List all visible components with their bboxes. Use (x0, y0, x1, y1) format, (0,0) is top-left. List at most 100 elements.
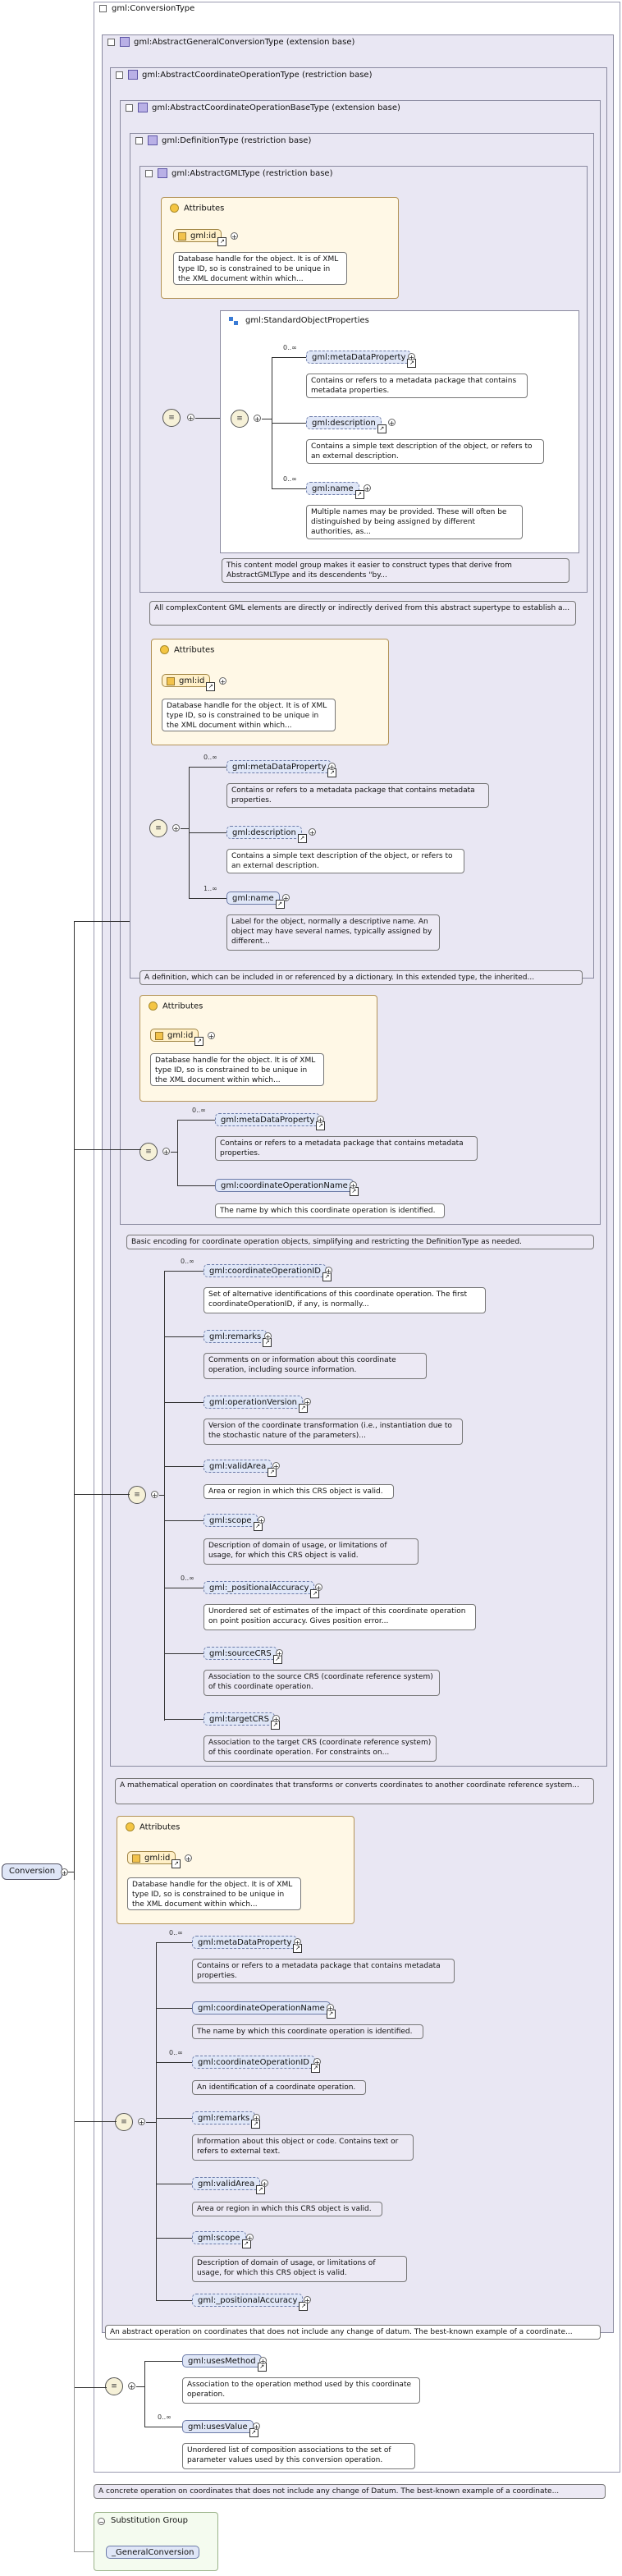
reference-icon: ↗ (310, 1589, 320, 1598)
expand-icon[interactable]: + (219, 677, 226, 685)
sequence-icon: ≡ (162, 409, 181, 427)
doc-definition-type: A definition, which can be included in o… (139, 970, 583, 985)
expand-icon[interactable]: + (272, 1715, 280, 1723)
expand-icon[interactable]: + (309, 828, 316, 837)
expand-icon[interactable]: + (253, 2114, 260, 2122)
doc-coordinate-operation-base-type: Basic encoding for coordinate operation … (126, 1235, 594, 1249)
type-icon (148, 135, 158, 145)
expand-icon[interactable]: + (246, 2234, 254, 2242)
expand-icon[interactable]: + (315, 1584, 322, 1592)
reference-icon: ↗ (217, 237, 227, 246)
doc-coordinate-operation-type: A mathematical operation on coordinates … (115, 1778, 594, 1804)
expand-icon[interactable]: + (208, 1032, 215, 1040)
element-uses-method[interactable]: gml:usesMethod↗ (182, 2354, 267, 2372)
element-scope[interactable]: gml:scope↗ (204, 1514, 263, 1531)
element-positional-accuracy[interactable]: gml:_positionalAccuracy↗ (192, 2294, 309, 2311)
element-coordinate-operation-id[interactable]: gml:coordinateOperationID↗ (192, 2056, 320, 2073)
element-valid-area[interactable]: gml:validArea↗ (204, 1460, 277, 1477)
expand-icon[interactable]: + (313, 2058, 321, 2066)
element-meta-data-property[interactable]: gml:metaDataProperty↗ (215, 1113, 326, 1130)
expand-checkbox[interactable] (107, 38, 115, 46)
doc-name: Multiple names may be provided. These wi… (306, 505, 523, 539)
gml-id-attribute[interactable]: gml:id↗ (173, 229, 227, 246)
element-target-crs[interactable]: gml:targetCRS↗ (204, 1712, 280, 1730)
attributes-box: Attributes gml:id↗ + Database handle for… (139, 995, 377, 1102)
element-operation-version[interactable]: gml:operationVersion↗ (204, 1396, 309, 1413)
expand-icon[interactable]: + (304, 2296, 311, 2304)
element-valid-area[interactable]: gml:validArea↗ (192, 2177, 266, 2194)
reference-icon: ↗ (275, 900, 285, 909)
expand-icon[interactable]: + (294, 1938, 301, 1946)
element-general-conversion[interactable]: _GeneralConversion (106, 2546, 200, 2559)
expand-icon[interactable]: + (261, 2180, 268, 2188)
expand-icon[interactable]: + (325, 1267, 332, 1275)
expand-icon[interactable]: + (61, 1868, 68, 1877)
expand-icon[interactable]: + (253, 2422, 260, 2431)
doc-target-crs: Association to the target CRS (coordinat… (204, 1735, 437, 1762)
doc-source-crs: Association to the source CRS (coordinat… (204, 1670, 440, 1696)
expand-icon[interactable]: + (408, 353, 415, 361)
gml-id-attribute[interactable]: gml:id↗ (127, 1851, 181, 1868)
reference-icon: ↗ (172, 1859, 181, 1868)
expand-icon[interactable]: + (259, 2357, 267, 2365)
gml-id-attribute[interactable]: gml:id↗ (162, 674, 216, 691)
expand-icon[interactable]: + (151, 1491, 158, 1499)
element-meta-data-property[interactable]: gml:metaDataProperty↗ (226, 760, 337, 777)
element-remarks[interactable]: gml:remarks↗ (192, 2111, 261, 2129)
expand-icon[interactable]: + (350, 1181, 357, 1189)
element-coordinate-operation-name[interactable]: gml:coordinateOperationName↗ (192, 2001, 336, 2019)
attributes-box: Attributes gml:id↗ + Database handle for… (161, 197, 399, 299)
root-element-conversion[interactable]: Conversion (2, 1863, 63, 1880)
expand-icon[interactable]: + (258, 1516, 265, 1524)
expand-icon[interactable]: + (185, 1854, 192, 1863)
reference-icon: ↗ (256, 2185, 266, 2194)
expand-icon[interactable]: + (388, 419, 396, 427)
element-name[interactable]: gml:name↗ (306, 482, 364, 499)
element-coordinate-operation-id[interactable]: gml:coordinateOperationID↗ (204, 1264, 332, 1281)
reference-icon: ↗ (377, 424, 386, 433)
doc-abstract-gml-type: All complexContent GML elements are dire… (149, 601, 576, 626)
collapse-icon[interactable]: − (98, 2518, 105, 2526)
cardinality: 0..∞ (204, 754, 217, 761)
doc-coordinate-operation-id: An identification of a coordinate operat… (192, 2080, 366, 2095)
expand-checkbox[interactable] (145, 169, 153, 177)
element-description[interactable]: gml:description↗ (306, 416, 386, 433)
gml-id-attribute[interactable]: gml:id↗ (150, 1029, 204, 1046)
reference-icon: ↗ (268, 1468, 277, 1477)
expand-icon[interactable]: + (317, 1116, 324, 1124)
expand-checkbox[interactable] (135, 136, 143, 144)
reference-icon: ↗ (241, 2239, 251, 2248)
expand-icon[interactable]: + (304, 1398, 311, 1406)
element-positional-accuracy[interactable]: gml:_positionalAccuracy↗ (204, 1581, 320, 1598)
expand-icon[interactable]: + (282, 894, 290, 902)
expand-icon[interactable]: + (231, 232, 238, 241)
element-meta-data-property[interactable]: gml:metaDataProperty↗ (306, 351, 417, 368)
expand-icon[interactable]: + (276, 1649, 283, 1657)
expand-checkbox[interactable] (126, 103, 133, 112)
doc-coordinate-operation-name: The name by which this coordinate operat… (215, 1203, 445, 1218)
element-coordinate-operation-name[interactable]: gml:coordinateOperationName↗ (215, 1179, 359, 1196)
doc-coordinate-operation-id: Set of alternative identifications of th… (204, 1287, 486, 1313)
expand-icon[interactable]: + (187, 414, 194, 422)
expand-icon[interactable]: + (364, 484, 371, 493)
expand-icon[interactable]: + (254, 415, 261, 423)
expand-icon[interactable]: + (328, 763, 336, 771)
element-description[interactable]: gml:description↗ (226, 826, 307, 843)
type-icon (158, 168, 167, 178)
element-scope[interactable]: gml:scope↗ (192, 2231, 251, 2248)
expand-checkbox[interactable] (116, 71, 123, 79)
element-name[interactable]: gml:name↗ (226, 892, 285, 909)
expand-icon[interactable]: + (327, 2004, 334, 2012)
element-uses-value[interactable]: gml:usesValue↗ (182, 2420, 258, 2437)
element-source-crs[interactable]: gml:sourceCRS↗ (204, 1647, 282, 1664)
expand-icon[interactable]: + (128, 2382, 135, 2390)
expand-checkbox[interactable] (99, 4, 107, 12)
expand-icon[interactable]: + (264, 1332, 272, 1341)
expand-icon[interactable]: + (172, 824, 180, 832)
element-meta-data-property[interactable]: gml:metaDataProperty↗ (192, 1936, 303, 1953)
element-remarks[interactable]: gml:remarks↗ (204, 1330, 272, 1347)
expand-icon[interactable]: + (162, 1148, 170, 1156)
group-label: gml:StandardObjectProperties (245, 316, 369, 325)
expand-icon[interactable]: + (272, 1462, 280, 1470)
expand-icon[interactable]: + (138, 2118, 145, 2126)
